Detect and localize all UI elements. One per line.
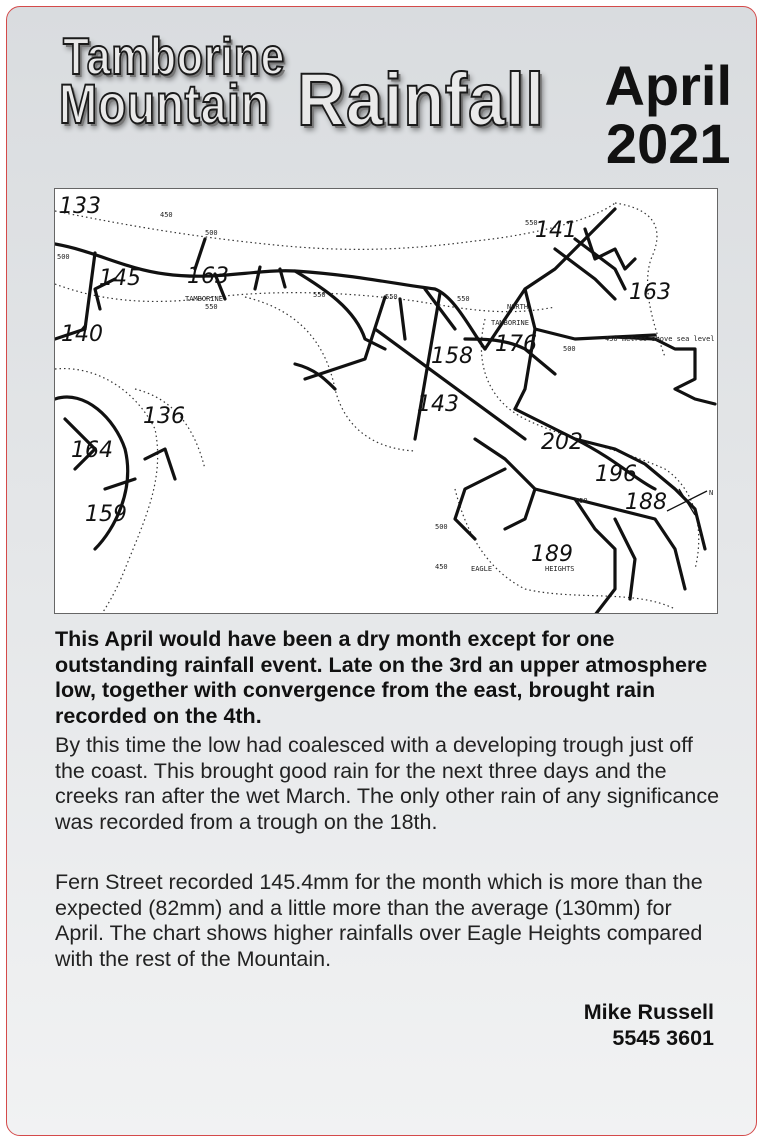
rainfall-value: 176 <box>495 332 537 357</box>
title-tamborine: Tamborine <box>62 27 286 87</box>
rainfall-value: 159 <box>85 502 127 527</box>
contour-label: 500 <box>563 345 576 353</box>
contour-label: 500 <box>205 229 218 237</box>
place-label-north-tamborine: TAMBORINE <box>491 319 529 327</box>
title-mountain: Mountain <box>58 71 270 136</box>
author-signature: Mike Russell 5545 3601 <box>584 999 714 1051</box>
rainfall-value: 141 <box>535 218 577 243</box>
place-label-north: NORTH <box>507 303 528 311</box>
title-rainfall: Rainfall <box>296 57 545 142</box>
rainfall-value: 196 <box>595 462 637 487</box>
contour-label: 450 metres above sea level <box>605 335 715 343</box>
compass-label: N <box>709 489 713 497</box>
contour-value-labels: 450 500 550 550 550 550 500 550 500 500 … <box>57 211 715 571</box>
rainfall-value: 158 <box>431 344 473 369</box>
rainfall-value: 163 <box>187 264 229 289</box>
rainfall-card: Tamborine Mountain Rainfall April 2021 <box>6 6 757 1136</box>
contour-label: 550 <box>457 295 470 303</box>
author-name: Mike Russell <box>583 1000 714 1024</box>
contour-label: 550 <box>385 293 398 301</box>
rainfall-value: 188 <box>625 490 667 515</box>
rainfall-value: 133 <box>59 194 101 219</box>
body-paragraph-2: Fern Street recorded 145.4mm for the mon… <box>55 870 703 971</box>
contour-lines <box>55 202 700 613</box>
body-paragraph-1: By this time the low had coalesced with … <box>55 733 720 834</box>
rainfall-value: 202 <box>541 430 583 455</box>
place-label-heights: HEIGHTS <box>545 565 575 573</box>
roads <box>55 207 717 613</box>
author-phone: 5545 3601 <box>612 1026 714 1050</box>
contour-label: 550 <box>205 303 218 311</box>
rainfall-map: 450 500 550 550 550 550 500 550 500 500 … <box>54 188 718 614</box>
contour-label: 500 <box>435 523 448 531</box>
rainfall-value: 136 <box>143 404 185 429</box>
rainfall-value: 189 <box>531 542 573 567</box>
contour-label: 550 <box>575 497 588 505</box>
contour-label: 450 <box>435 563 448 571</box>
lead-paragraph: This April would have been a dry month e… <box>55 627 708 728</box>
place-label-tamborine: TAMBORINE <box>185 295 223 303</box>
report-date: April 2021 <box>604 57 732 173</box>
contour-label: 550 <box>525 219 538 227</box>
report-year: 2021 <box>605 112 731 175</box>
contour-label: 550 <box>313 291 326 299</box>
road-map-drawing: 450 500 550 550 550 550 500 550 500 500 … <box>55 194 717 613</box>
contour-label: 500 <box>57 253 70 261</box>
rainfall-value: 143 <box>417 392 459 417</box>
rainfall-value: 163 <box>629 280 671 305</box>
rainfall-value: 140 <box>61 322 103 347</box>
contour-label: 450 <box>160 211 173 219</box>
rainfall-value: 164 <box>71 438 113 463</box>
place-labels: TAMBORINE NORTH TAMBORINE EAGLE HEIGHTS <box>185 295 575 573</box>
place-label-eagle: EAGLE <box>471 565 492 573</box>
report-month: April <box>604 54 732 117</box>
rainfall-value: 145 <box>99 266 141 291</box>
compass-icon: N <box>666 488 713 516</box>
rainfall-values: 133 141 145 163 163 140 158 176 143 136 … <box>59 194 671 567</box>
